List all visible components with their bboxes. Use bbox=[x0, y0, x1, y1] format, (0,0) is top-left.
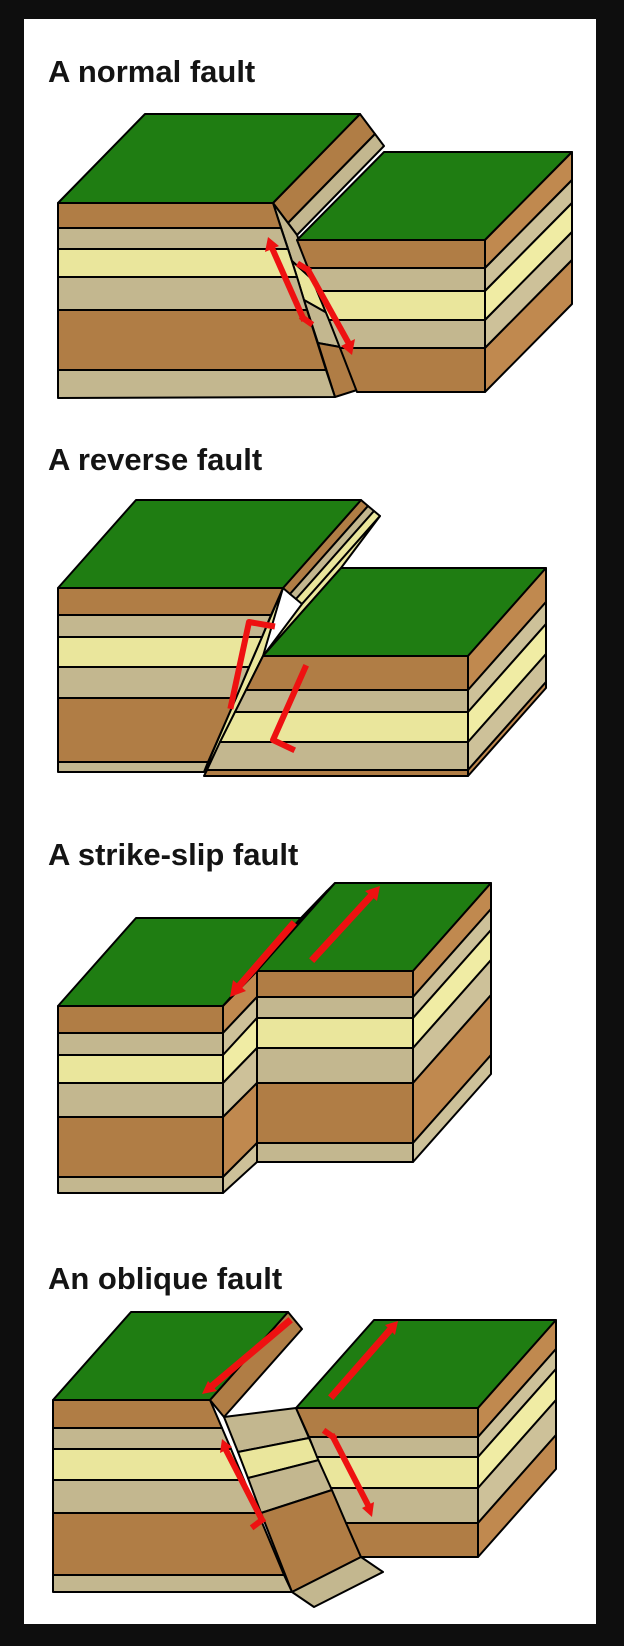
left-block bbox=[52, 1311, 293, 1593]
tan-layer bbox=[57, 1032, 224, 1056]
tan-layer bbox=[256, 1047, 414, 1084]
soil-layer-side bbox=[477, 1434, 557, 1558]
soil-layer bbox=[57, 202, 282, 229]
soil-layer-side bbox=[484, 259, 573, 393]
diagram-oblique-fault bbox=[52, 1311, 557, 1608]
motion-arrows bbox=[265, 237, 355, 355]
soil-layer bbox=[296, 239, 486, 269]
tan-layer bbox=[206, 741, 469, 771]
left-block bbox=[57, 499, 362, 773]
left-block bbox=[57, 917, 302, 1194]
away-arrow-shaft bbox=[309, 891, 376, 963]
tan-layer bbox=[57, 614, 272, 638]
yellow-layer bbox=[316, 290, 486, 321]
section-title-oblique-fault: An oblique fault bbox=[48, 1261, 283, 1296]
away-arrow-shaft bbox=[328, 1325, 395, 1400]
soil-layer bbox=[57, 587, 284, 616]
soil-layer bbox=[57, 1116, 224, 1178]
up-arrow-foot bbox=[249, 1515, 267, 1531]
right-block bbox=[296, 151, 573, 393]
soil-layer bbox=[245, 655, 469, 691]
tan-layer bbox=[330, 1487, 479, 1524]
diagram-normal-fault bbox=[57, 113, 573, 399]
up-arrow-shaft bbox=[221, 1445, 267, 1525]
up-arrow-head bbox=[265, 237, 279, 252]
right-block bbox=[295, 1319, 557, 1558]
left-block bbox=[57, 113, 361, 399]
tan-layer bbox=[57, 369, 336, 399]
tan-layer bbox=[52, 1574, 293, 1593]
motion-arrows bbox=[227, 619, 309, 753]
diagram-strike-slip-fault bbox=[57, 882, 492, 1194]
soil-layer bbox=[52, 1512, 285, 1576]
toward-viewer-arrow-shaft bbox=[207, 1317, 293, 1391]
soil-layer bbox=[57, 697, 237, 763]
soil-layer bbox=[345, 1522, 479, 1558]
fault-zone bbox=[272, 113, 385, 398]
soil-layer bbox=[339, 347, 486, 393]
down-arrow-foot bbox=[295, 260, 313, 275]
up-arrow-shaft bbox=[268, 244, 307, 322]
yellow-layer bbox=[57, 1054, 224, 1084]
tan-layer bbox=[256, 1142, 414, 1163]
soil-layer bbox=[52, 1399, 223, 1429]
fault-plane-bottom-tan bbox=[291, 1556, 384, 1608]
down-half-arrow bbox=[270, 664, 309, 753]
diagram-reverse-fault bbox=[57, 499, 547, 777]
down-arrow-shaft bbox=[328, 1432, 373, 1510]
motion-arrows bbox=[230, 886, 380, 997]
soil-layer-side bbox=[467, 681, 547, 777]
up-arrow-head bbox=[220, 1439, 232, 1453]
toward-viewer-arrow-head bbox=[202, 1381, 217, 1394]
right-block bbox=[256, 882, 492, 1163]
toward-viewer-arrow-shaft bbox=[235, 920, 297, 990]
yellow-layer bbox=[256, 1017, 414, 1049]
yellow-layer bbox=[219, 711, 469, 743]
section-title-strike-slip-fault: A strike-slip fault bbox=[48, 837, 299, 872]
soil-layer bbox=[57, 1005, 224, 1034]
soil-layer bbox=[203, 769, 469, 777]
tan-layer bbox=[256, 996, 414, 1019]
motion-arrows bbox=[202, 1317, 398, 1531]
toward-viewer-arrow-head bbox=[230, 980, 246, 997]
tan-layer-side bbox=[412, 1054, 492, 1163]
tan-layer bbox=[57, 1176, 224, 1194]
tan-layer bbox=[234, 689, 469, 713]
down-arrow-shaft bbox=[303, 265, 353, 347]
section-title-normal-fault: A normal fault bbox=[48, 54, 256, 89]
away-arrow-head bbox=[365, 886, 380, 901]
yellow-layer bbox=[316, 1456, 479, 1489]
soil-layer bbox=[256, 1082, 414, 1144]
down-arrow-head bbox=[362, 1502, 374, 1517]
fault-diagrams-svg bbox=[52, 113, 573, 1608]
down-arrow-head bbox=[341, 339, 355, 355]
tan-layer bbox=[57, 666, 250, 699]
diagram-panel: A normal fault A reverse fault A strike-… bbox=[24, 19, 596, 1624]
away-arrow-head bbox=[385, 1321, 398, 1335]
yellow-layer bbox=[52, 1448, 245, 1481]
yellow-layer bbox=[57, 248, 298, 278]
tan-layer bbox=[57, 276, 308, 311]
tan-layer bbox=[57, 227, 289, 250]
tan-layer bbox=[57, 761, 209, 773]
down-arrow-foot bbox=[321, 1427, 338, 1442]
soil-layer bbox=[57, 309, 327, 371]
tan-layer bbox=[52, 1479, 259, 1514]
section-title-reverse-fault: A reverse fault bbox=[48, 442, 263, 477]
up-half-arrow bbox=[227, 619, 276, 710]
tan-layer bbox=[57, 1082, 224, 1118]
tan-layer bbox=[52, 1427, 232, 1450]
yellow-layer bbox=[57, 636, 263, 668]
tan-layer bbox=[307, 267, 486, 292]
up-arrow-foot bbox=[298, 313, 315, 328]
soil-layer bbox=[256, 970, 414, 998]
right-block bbox=[203, 567, 547, 777]
